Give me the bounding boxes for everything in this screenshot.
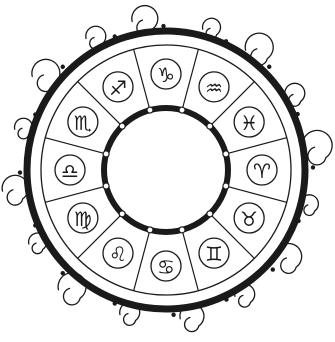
- inner-ring-dot: [207, 123, 213, 129]
- swirl-dot: [267, 65, 271, 69]
- libra-glyph: ♎: [61, 159, 79, 183]
- cancer-glyph: ♋: [157, 255, 175, 279]
- pisces-glyph: ♓: [240, 111, 258, 135]
- inner-ring-dot: [179, 107, 185, 113]
- inner-ring-dot: [223, 183, 229, 189]
- capricorn-glyph: ♑: [157, 63, 175, 87]
- inner-ring-dot: [103, 151, 109, 157]
- inner-ring-dot: [119, 123, 125, 129]
- inner-ring-dot: [147, 227, 153, 233]
- taurus-glyph: ♉: [240, 207, 258, 231]
- gemini-glyph: ♊: [205, 242, 223, 266]
- inner-ring-dot: [103, 183, 109, 189]
- leo-glyph: ♌: [109, 242, 127, 266]
- swirl-dot: [61, 65, 65, 69]
- inner-ring-dot: [147, 107, 153, 113]
- inner-ring-dot: [179, 227, 185, 233]
- swirl-dot: [61, 271, 65, 275]
- virgo-glyph: ♍: [74, 207, 92, 231]
- inner-ring-dot: [119, 211, 125, 217]
- swirl-dot: [271, 267, 275, 271]
- inner-ring-dot: [207, 211, 213, 217]
- sagittarius-glyph: ♐: [109, 76, 127, 100]
- swirl-dot: [171, 313, 175, 317]
- scorpio-glyph: ♏: [74, 111, 92, 135]
- center-disc: [108, 112, 224, 228]
- aquarius-glyph: ♒: [205, 76, 223, 100]
- inner-ring-dot: [223, 151, 229, 157]
- swirl-dot: [18, 170, 22, 174]
- swirl-dot: [311, 165, 315, 169]
- aries-glyph: ♈: [253, 159, 271, 183]
